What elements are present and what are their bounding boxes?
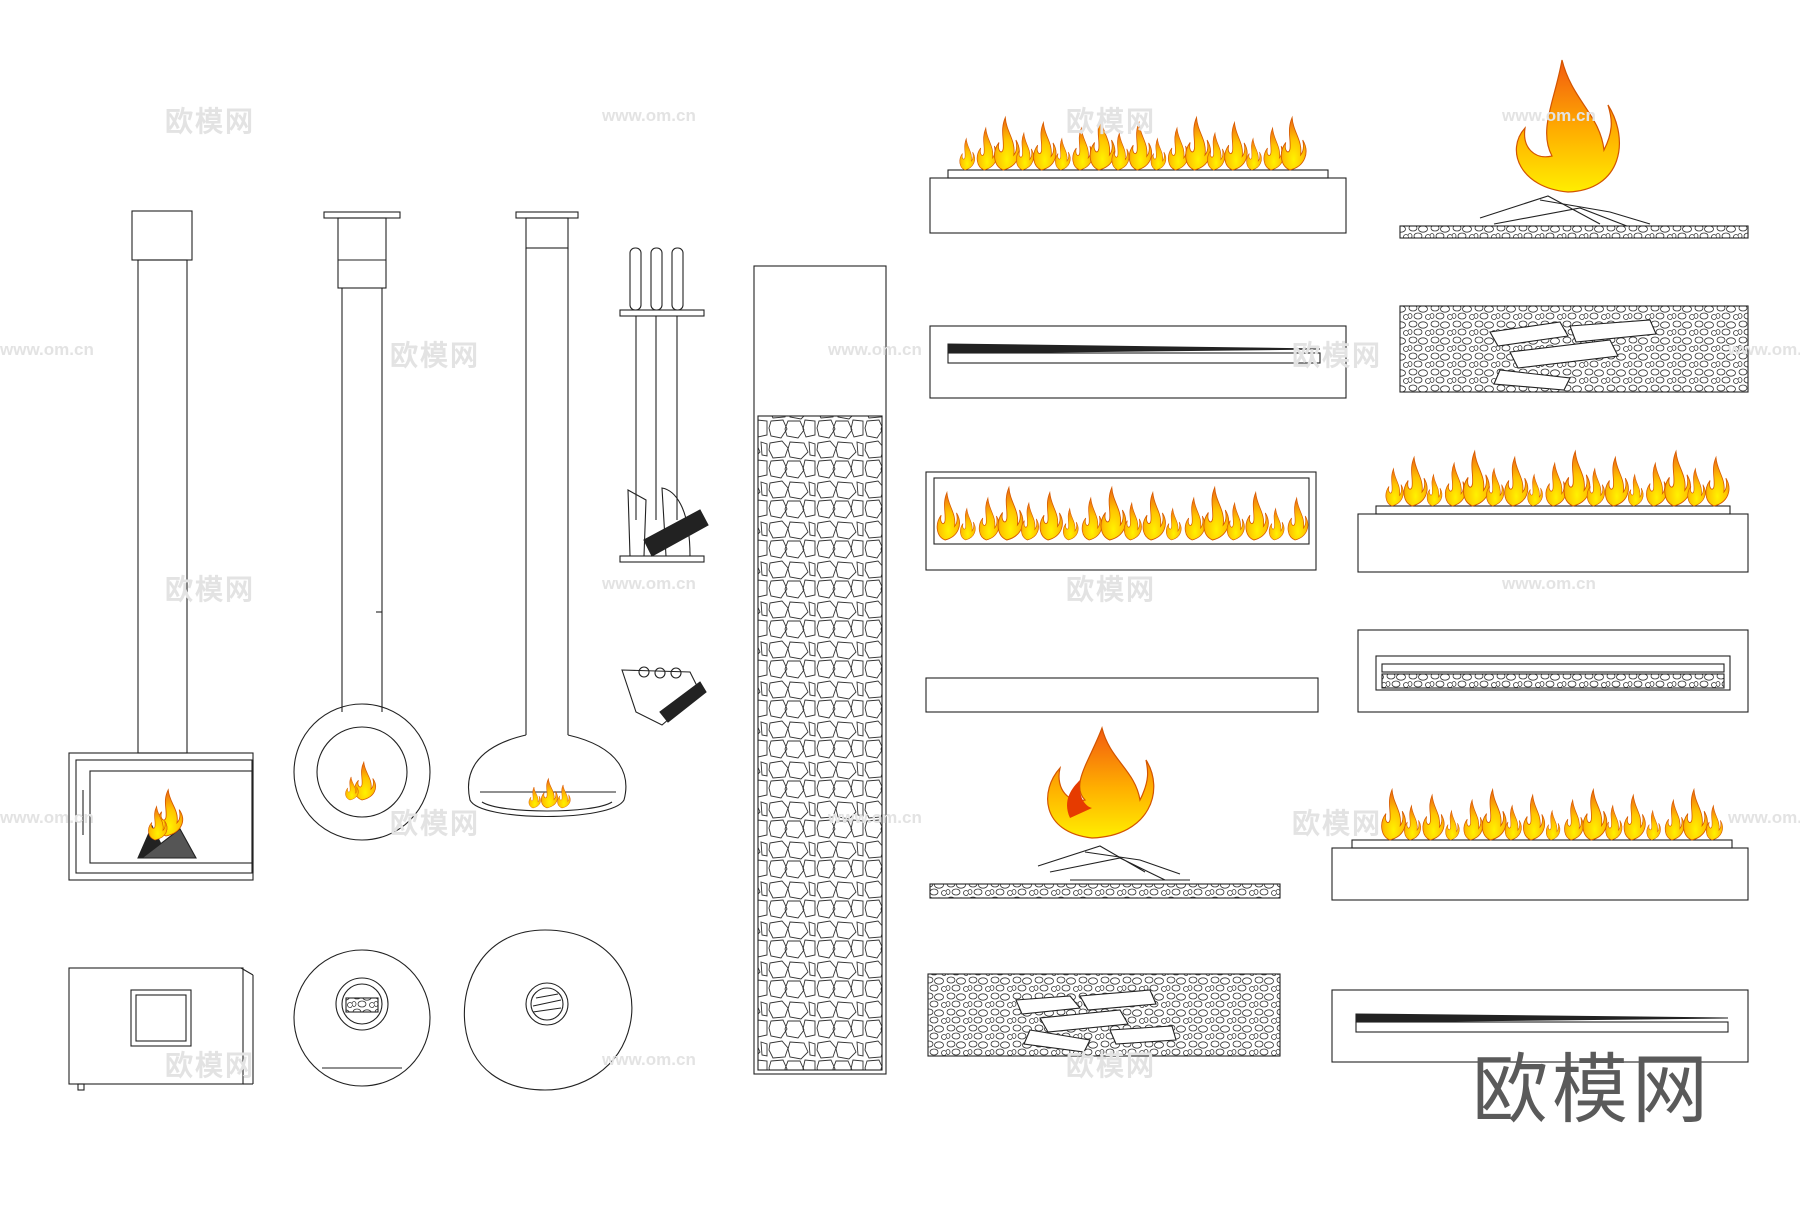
flame-icon: [1646, 810, 1661, 841]
flame-icon: [959, 138, 976, 171]
flame-icon: [1582, 788, 1608, 841]
flame-icon: [959, 508, 976, 541]
flame-icon: [1123, 502, 1142, 541]
flame-icon: [1664, 799, 1685, 841]
flame-icon: [1586, 468, 1606, 507]
flame-icon: [1263, 127, 1285, 171]
suspended-round-fireplace-front: [293, 211, 431, 841]
flame-icon: [1403, 805, 1422, 841]
fireplace-tool-set: [619, 247, 709, 563]
flame-icon: [1224, 121, 1248, 171]
flame-icon: [1385, 468, 1404, 507]
flame-icon: [1545, 462, 1567, 507]
flame-icon: [1185, 116, 1212, 171]
flame-icon: [1380, 788, 1407, 841]
flame-icon: [1463, 799, 1484, 841]
flame-icon: [1545, 810, 1561, 841]
linear-burner-top-lower-right: [1331, 989, 1749, 1063]
flame-icon: [1445, 810, 1460, 841]
flame-icon: [1687, 468, 1706, 507]
flame-icon: [1563, 799, 1584, 841]
flame-icon: [1527, 474, 1544, 507]
linear-burner-plain: [925, 677, 1319, 713]
flame-icon: [1032, 121, 1057, 171]
log-pebble-bed-top-right: [1399, 305, 1749, 393]
brush-head: [643, 509, 709, 557]
flame-icon: [1623, 794, 1646, 841]
flame-icon: [1246, 138, 1262, 171]
flame-icon: [997, 486, 1024, 541]
flame-icon: [1015, 132, 1035, 171]
flame-icon: [1605, 805, 1623, 841]
flame-icon: [1563, 450, 1591, 507]
linear-burner-front-flames: [929, 116, 1347, 234]
flame-icon: [978, 497, 1000, 541]
flame-icon: [1100, 486, 1127, 541]
flame-icon: [1268, 508, 1285, 541]
flame-icon: [993, 116, 1020, 171]
log-pebble-bed-top: [927, 973, 1281, 1057]
flame-icon: [1165, 508, 1182, 541]
flame-icon: [1426, 474, 1443, 507]
flame-icon: [1444, 462, 1467, 507]
flame-icon: [1054, 138, 1071, 171]
flame-icon: [1664, 450, 1692, 507]
flame-icon: [1089, 116, 1116, 171]
flame-icon: [1039, 491, 1064, 541]
flame-icon: [1403, 456, 1428, 507]
campfire-large-right: [1399, 59, 1749, 239]
linear-burner-flames-right: [1357, 450, 1749, 573]
flame-icon: [976, 127, 998, 171]
flame-icon: [1504, 805, 1522, 841]
flame-icon: [1280, 116, 1307, 171]
flame-icon: [1485, 468, 1505, 507]
framed-linear-burner-flames: [925, 471, 1317, 571]
flame-icon: [1504, 456, 1529, 507]
fireplace-brush: [621, 666, 707, 726]
flame-icon: [1206, 132, 1226, 171]
flame-icon: [1226, 502, 1245, 541]
round-fireplace-plan: [293, 949, 431, 1087]
flame-icon: [1150, 138, 1167, 171]
dome-fireplace-plan: [463, 929, 633, 1091]
flame-icon: [1705, 805, 1724, 841]
flame-icon: [1184, 497, 1206, 541]
brand-logo-text: 欧模网: [1472, 1045, 1712, 1134]
flame-icon: [1645, 462, 1668, 507]
flame-icon: [1020, 502, 1040, 541]
flame-icon: [1705, 456, 1730, 507]
flame-icon: [1128, 121, 1153, 171]
flame-icon: [1062, 508, 1079, 541]
flame-icon: [1522, 794, 1546, 841]
flame-icon: [1287, 497, 1309, 541]
flame-icon: [1072, 127, 1094, 171]
flame-icon: [1462, 450, 1490, 507]
flame-icon: [1481, 788, 1507, 841]
flame-icon: [1627, 474, 1644, 507]
box-stove-plan: [68, 967, 254, 1091]
linear-burner-top: [929, 325, 1347, 399]
box-wood-stove-front: [68, 210, 254, 881]
flame-icon: [1081, 497, 1103, 541]
flame-icon: [1682, 788, 1709, 841]
flame-icon: [1422, 794, 1445, 841]
flame-icon: [1142, 491, 1167, 541]
log-fire-large: [929, 725, 1281, 899]
flame-icon: [1167, 127, 1189, 171]
stone-column: [753, 265, 887, 1075]
linear-burner-flames-lower-right: [1331, 788, 1749, 901]
flame-icon: [936, 491, 961, 541]
flame-icon: [1604, 456, 1630, 507]
flame-icon: [1203, 486, 1230, 541]
linear-pebble-burner-top: [1357, 629, 1749, 713]
suspended-dome-fireplace-front: [467, 211, 627, 818]
flame-icon: [1245, 491, 1269, 541]
flame-icon: [1111, 132, 1130, 171]
log-pile: [137, 824, 197, 859]
